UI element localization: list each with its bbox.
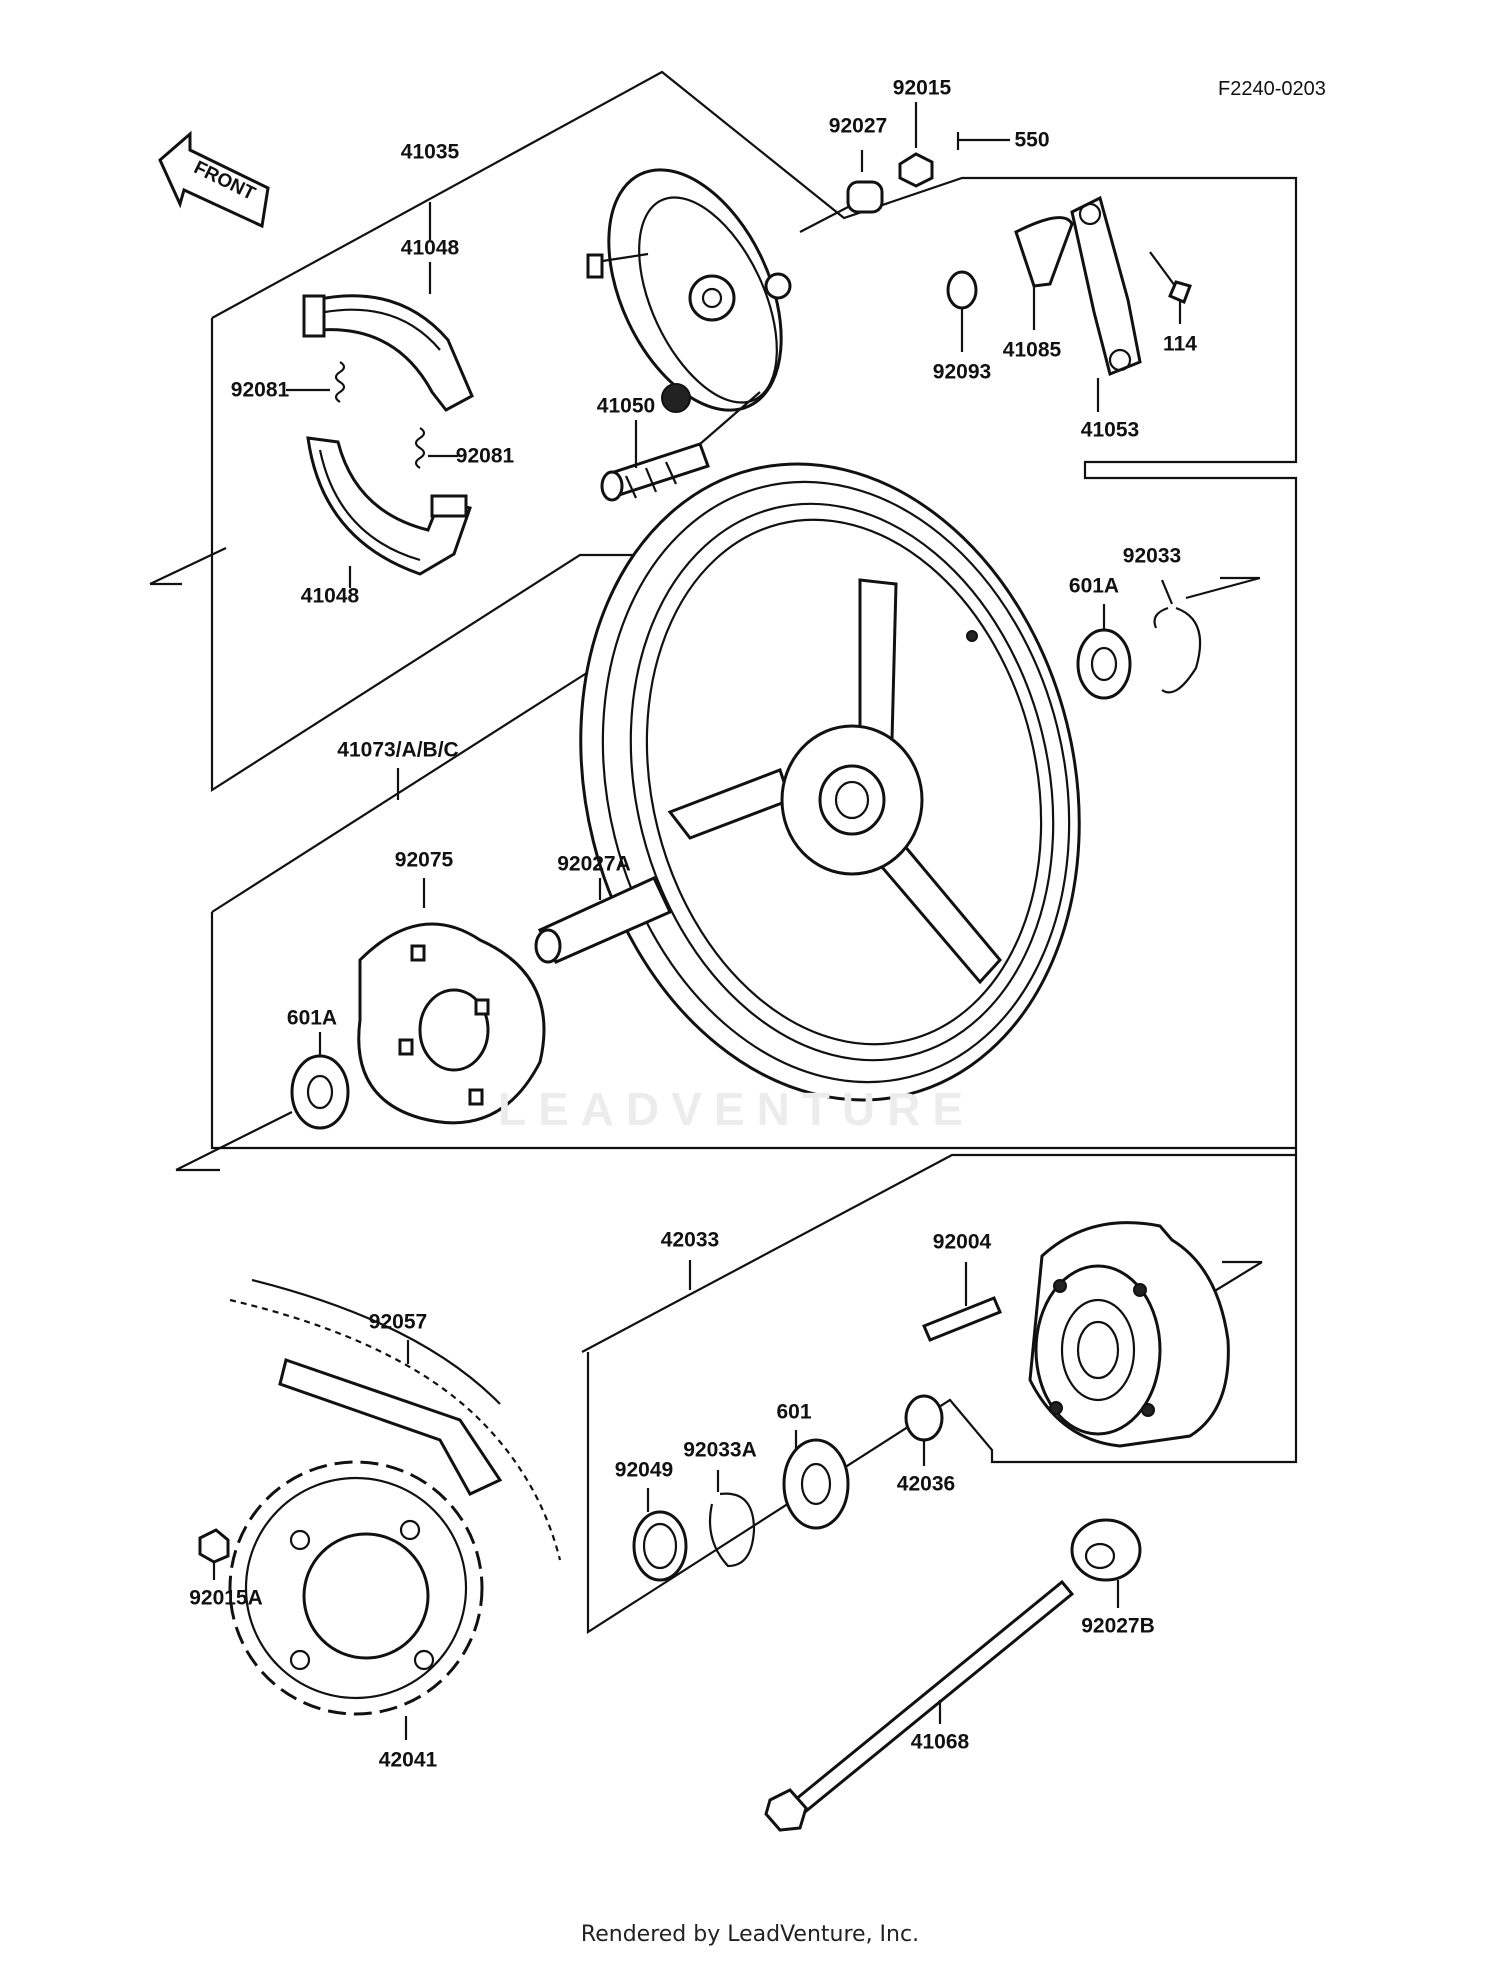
- front-direction-arrow: FRONT: [158, 130, 270, 229]
- part-label-92004[interactable]: 92004: [932, 1230, 992, 1254]
- wheel-damper-92075: [357, 878, 546, 1125]
- indicator-41085: [1014, 216, 1074, 330]
- circlip-92033A: [708, 1470, 756, 1568]
- part-label-92081-left[interactable]: 92081: [230, 378, 290, 402]
- bearing-601A-right: [1076, 604, 1132, 700]
- watermark: LEADVENTURE: [498, 1083, 976, 1135]
- part-label-42036[interactable]: 42036: [896, 1472, 956, 1496]
- bearing-601: [782, 1430, 850, 1530]
- collar-92027B: [1070, 1518, 1142, 1608]
- part-label-92027A[interactable]: 92027A: [557, 852, 631, 876]
- part-label-550[interactable]: 550: [1014, 128, 1050, 152]
- washer-92093: [946, 270, 978, 352]
- stud-92004: [922, 1262, 1002, 1342]
- part-label-92033[interactable]: 92033: [1122, 544, 1182, 568]
- part-label-41048-upper[interactable]: 41048: [400, 236, 460, 260]
- part-label-42041[interactable]: 42041: [378, 1748, 438, 1772]
- part-label-41073[interactable]: 41073/A/B/C: [337, 738, 459, 762]
- brake-cam-41050: [600, 391, 761, 502]
- brake-panel: [586, 168, 792, 413]
- collar-92027: [799, 150, 884, 233]
- drive-chain: [229, 1278, 562, 1561]
- collar-42036: [904, 1394, 944, 1466]
- rear-wheel: [579, 462, 1081, 1102]
- part-label-92033A[interactable]: 92033A: [683, 1438, 757, 1462]
- collar-92027A: [534, 876, 673, 964]
- axle-41068: [764, 1579, 1075, 1832]
- sprocket-hub: [1028, 1221, 1230, 1448]
- part-label-92081-right[interactable]: 92081: [455, 444, 515, 468]
- wheel-group-frame: [175, 576, 1296, 1172]
- nut-92015: [898, 102, 934, 188]
- bearing-601A-left: [290, 1032, 350, 1130]
- part-label-41035[interactable]: 41035: [400, 140, 460, 164]
- part-label-601A-right[interactable]: 601A: [1068, 574, 1120, 598]
- part-label-92075[interactable]: 92075: [394, 848, 454, 872]
- part-label-92049[interactable]: 92049: [614, 1458, 674, 1482]
- part-label-92015[interactable]: 92015: [892, 76, 952, 100]
- brake-shoe-upper: [302, 294, 474, 412]
- cam-lever-41053: [1070, 195, 1142, 412]
- part-label-92027[interactable]: 92027: [828, 114, 888, 138]
- brake-shoe-lower: [306, 436, 472, 576]
- part-label-41050[interactable]: 41050: [596, 394, 656, 418]
- part-label-601A-left[interactable]: 601A: [286, 1006, 338, 1030]
- rear-sprocket: [228, 1460, 484, 1740]
- part-label-41068[interactable]: 41068: [910, 1730, 970, 1754]
- circlip-92033: [1153, 579, 1202, 694]
- part-label-92093[interactable]: 92093: [932, 360, 992, 384]
- part-label-42033[interactable]: 42033: [660, 1228, 720, 1252]
- bolt-114: [1149, 251, 1192, 324]
- nut-92015A: [198, 1528, 230, 1580]
- footer-credit: Rendered by LeadVenture, Inc.: [580, 1922, 920, 1947]
- part-label-114[interactable]: 114: [1163, 332, 1197, 356]
- part-label-92057[interactable]: 92057: [368, 1310, 428, 1334]
- pin-550: [956, 132, 1010, 150]
- diagram-code: F2240-0203: [1218, 78, 1326, 100]
- part-label-41085[interactable]: 41085: [1002, 338, 1062, 362]
- part-label-92027B[interactable]: 92027B: [1081, 1614, 1155, 1638]
- seal-92049: [632, 1488, 688, 1582]
- part-label-41048-lower[interactable]: 41048: [300, 584, 360, 608]
- part-label-601[interactable]: 601: [776, 1400, 812, 1424]
- brake-springs: [286, 361, 458, 469]
- part-label-92015A[interactable]: 92015A: [189, 1586, 263, 1610]
- part-label-41053[interactable]: 41053: [1080, 418, 1140, 442]
